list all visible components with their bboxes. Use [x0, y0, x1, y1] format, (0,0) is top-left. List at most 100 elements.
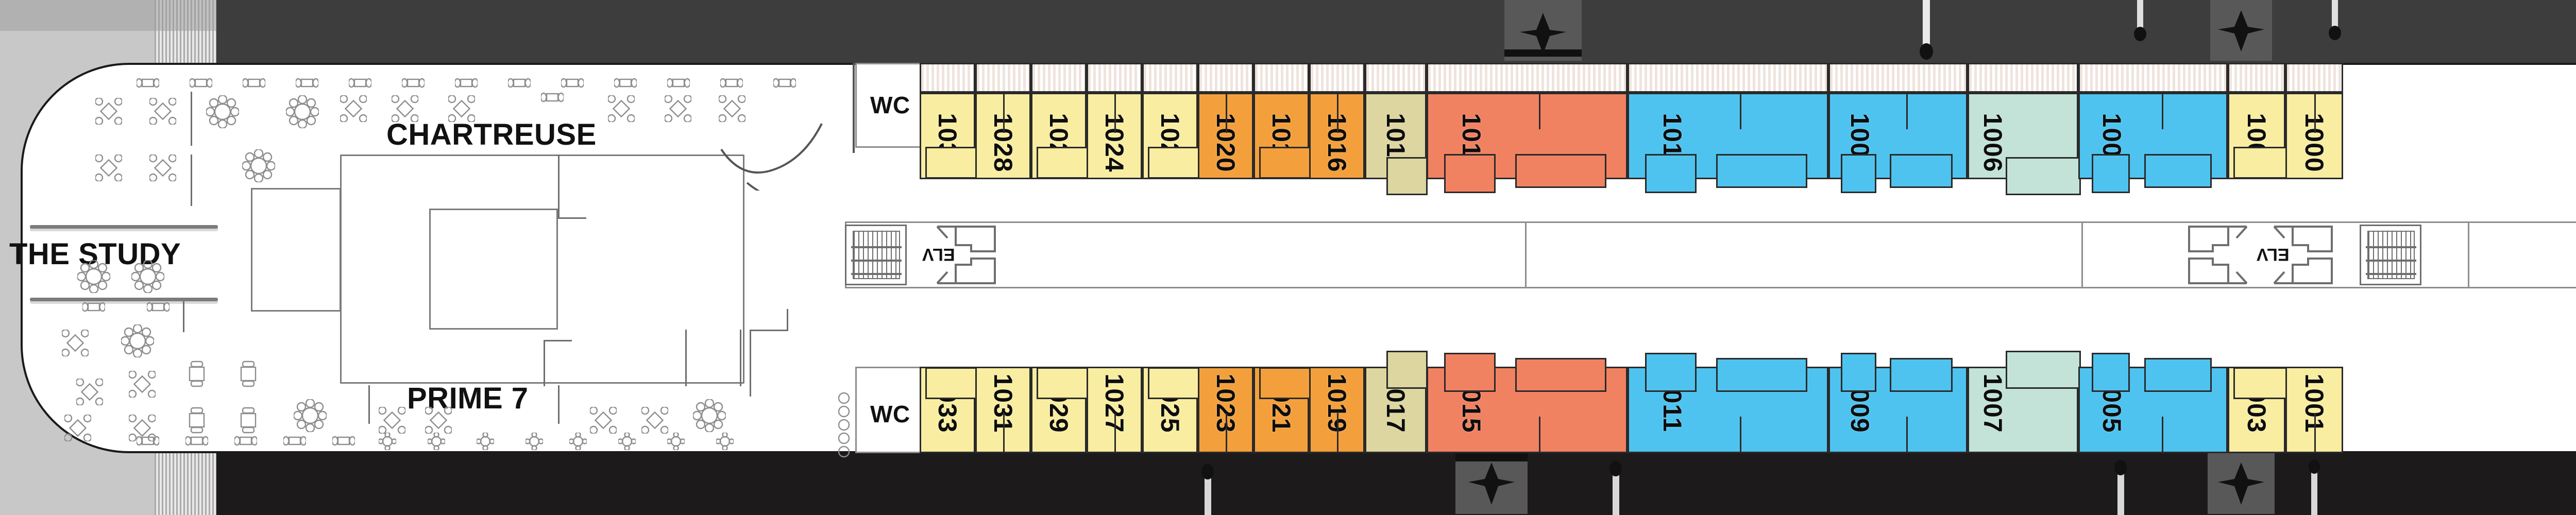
wc-label-top: WC: [870, 92, 910, 118]
cabin-partition: [2314, 94, 2316, 133]
cabin-partition: [1226, 94, 1227, 133]
top-dark-band-mid: [840, 0, 2576, 63]
study-counter-top: [30, 225, 218, 229]
elevator-car-aft[interactable]: [935, 225, 997, 285]
davit-marker-2: [2112, 0, 2169, 63]
table-2-top: [508, 77, 531, 89]
suite-bathroom: [2091, 154, 2130, 193]
table-2-top: [296, 77, 318, 89]
suite-partition: [1539, 416, 1541, 452]
cabin-1008[interactable]: 1008: [1828, 93, 1968, 193]
cabin-1012[interactable]: 1012: [1427, 93, 1628, 193]
cabin-1004[interactable]: 1004: [2078, 93, 2228, 193]
table-2-top: [82, 301, 105, 313]
cabin-1029[interactable]: 1029: [1031, 367, 1140, 453]
balcony: [1198, 63, 1253, 93]
cabin-partition: [1003, 94, 1005, 133]
cabin-1010[interactable]: 1010: [1628, 93, 1828, 193]
main-corridor: [845, 221, 2576, 288]
decor-column-node: [837, 391, 851, 405]
stair-rail-aft-2: [851, 260, 902, 262]
cabin-1022[interactable]: 1022: [1142, 93, 1251, 179]
suite-closet: [1890, 154, 1953, 188]
suite-partition: [1539, 94, 1541, 130]
corridor-divider-3: [2468, 223, 2469, 287]
cabin-1018[interactable]: 1018: [1253, 93, 1362, 179]
elevator-car-fwd[interactable]: [2272, 225, 2334, 285]
cabin-1006[interactable]: 1006: [1968, 93, 2081, 195]
wc-label-bottom: WC: [870, 401, 910, 427]
study-partition: [183, 301, 184, 332]
cabin-1015[interactable]: 1015: [1427, 353, 1628, 453]
corridor-divider-2: [2081, 223, 2083, 287]
cabin-1011[interactable]: 1011: [1628, 353, 1828, 453]
cabin-1021[interactable]: 1021: [1253, 367, 1362, 453]
cabin-1031[interactable]: 1031: [975, 367, 1031, 453]
cabin-1002[interactable]: 1002: [2228, 93, 2341, 179]
suite-partition: [2162, 94, 2164, 130]
cabin-1025[interactable]: 1025: [1142, 367, 1251, 453]
galley-divider-1: [558, 154, 560, 219]
table-2-top: [541, 92, 564, 103]
cabin-1007[interactable]: 1007: [1968, 351, 2081, 453]
cabin-1009[interactable]: 1009: [1828, 353, 1968, 453]
table-2-top: [349, 77, 371, 89]
suite-closet: [1716, 154, 1807, 188]
table-2-top: [185, 435, 208, 447]
table-2-top: [561, 77, 584, 89]
decor-column-node: [837, 418, 851, 432]
cabin-1014[interactable]: 1014: [1365, 93, 1428, 195]
table-booth: [187, 407, 207, 434]
cabin-1001[interactable]: 1001: [2285, 367, 2343, 453]
cabin-1020[interactable]: 1020: [1198, 93, 1253, 179]
cabin-1026[interactable]: 1026: [1031, 93, 1140, 179]
stair-treads-fwd: [2367, 231, 2415, 279]
cabin-1003[interactable]: 1003: [2228, 367, 2341, 453]
cabin-1030[interactable]: 1030: [920, 93, 1028, 179]
cabin-1024[interactable]: 1024: [1087, 93, 1142, 179]
table-2-top: [667, 77, 690, 89]
table-booth: [238, 407, 259, 434]
elevator-core-fwd[interactable]: [2187, 225, 2249, 285]
table-2-top: [190, 77, 212, 89]
table-4-top: [129, 371, 156, 398]
table-booth: [187, 360, 207, 387]
cabin-1017[interactable]: 1017: [1365, 351, 1428, 453]
balcony: [1427, 63, 1628, 93]
table-small-round: [477, 433, 494, 450]
suite-bathroom: [1444, 353, 1496, 392]
aft-wall-3: [787, 309, 788, 331]
cabin-partition: [1226, 413, 1227, 452]
cabin-1027[interactable]: 1027: [1087, 367, 1142, 453]
table-2-top: [720, 77, 743, 89]
table-2-top: [283, 435, 306, 447]
table-2-top: [455, 77, 478, 89]
aft-partition-1: [191, 92, 192, 146]
cabin-partition: [1337, 413, 1338, 452]
stair-rail-fwd-2: [2366, 260, 2416, 262]
cabin-1000[interactable]: 1000: [2285, 93, 2343, 179]
cabin-1005[interactable]: 1005: [2078, 353, 2228, 453]
table-4-top: [340, 95, 367, 122]
cabin-1023[interactable]: 1023: [1198, 367, 1253, 453]
cabin-1028[interactable]: 1028: [975, 93, 1031, 179]
balcony: [975, 63, 1031, 93]
cabin-1033[interactable]: 1033: [920, 367, 1028, 453]
venue-label-chartreuse: CHARTREUSE: [386, 118, 597, 151]
table-4-top: [641, 407, 668, 434]
balcony: [1365, 63, 1427, 93]
balcony: [1968, 63, 2078, 93]
cabin-1016[interactable]: 1016: [1309, 93, 1365, 179]
cabin-partition: [2314, 413, 2316, 452]
cabin-partition: [1003, 413, 1005, 452]
table-4-top: [448, 95, 475, 122]
table-small-round: [379, 433, 396, 450]
cabin-partition: [1114, 94, 1116, 133]
balcony: [1253, 63, 1309, 93]
balcony: [1087, 63, 1142, 93]
cabin-bathroom: [1386, 351, 1428, 389]
cabin-1019[interactable]: 1019: [1309, 367, 1365, 453]
table-small-round: [667, 433, 685, 450]
suite-partition: [1740, 416, 1742, 452]
lifeboat-marker-1: [1484, 0, 1602, 63]
